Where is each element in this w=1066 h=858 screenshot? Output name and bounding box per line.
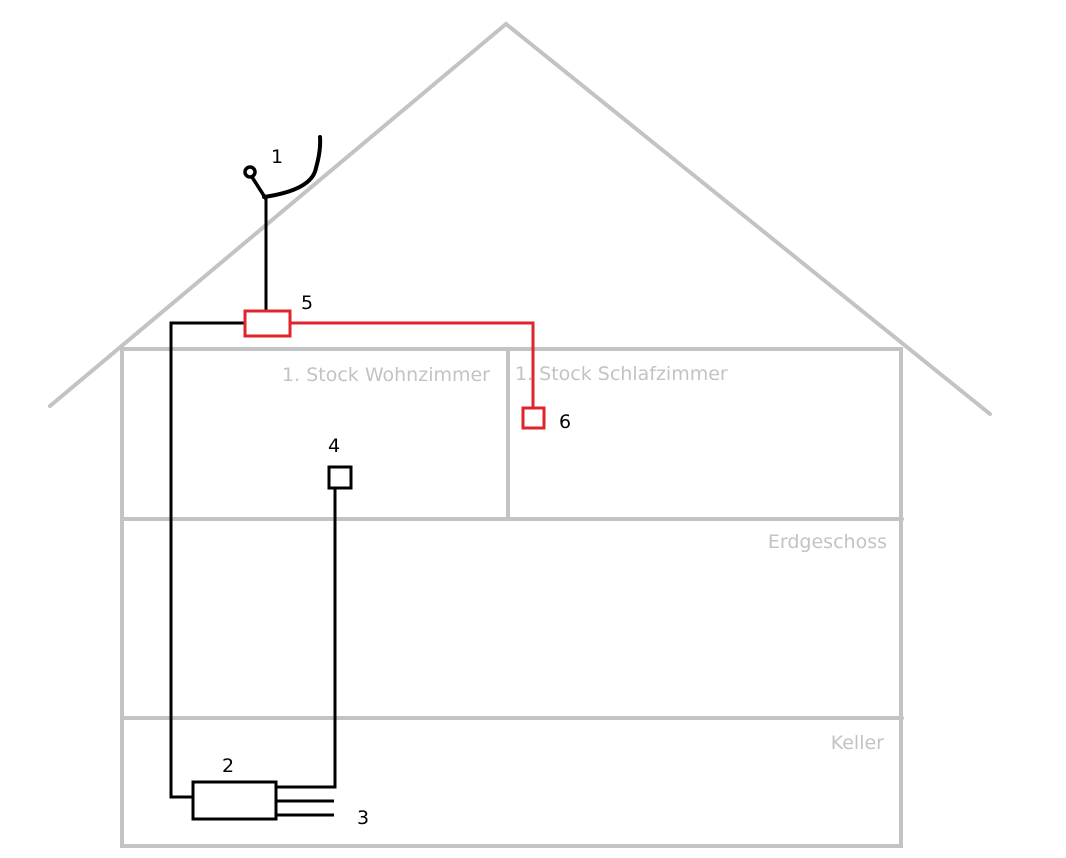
marker-5: 5 <box>301 292 313 314</box>
splitter-box <box>243 309 292 338</box>
receiver-box <box>191 780 278 821</box>
cable-splitter-to-bedroom <box>290 321 535 408</box>
marker-2: 2 <box>222 755 234 777</box>
marker-4: 4 <box>328 435 340 457</box>
room-label-living-room: 1. Stock Wohnzimmer <box>282 364 490 386</box>
marker-6: 6 <box>559 411 571 433</box>
satellite-dish-icon <box>243 135 323 200</box>
cable-splitter-to-receiver <box>169 321 244 799</box>
cable-receiver-to-living-room <box>276 488 337 789</box>
room-label-bedroom: 1. Stock Schlafzimmer <box>515 363 728 385</box>
room-label-ground-floor: Erdgeschoss <box>768 531 887 553</box>
living-room-socket <box>327 465 353 490</box>
roof <box>48 21 992 416</box>
marker-3: 3 <box>357 807 369 829</box>
marker-1: 1 <box>271 146 283 168</box>
room-label-basement: Keller <box>831 732 884 754</box>
bedroom-socket <box>521 406 546 430</box>
house-outline <box>120 347 903 848</box>
